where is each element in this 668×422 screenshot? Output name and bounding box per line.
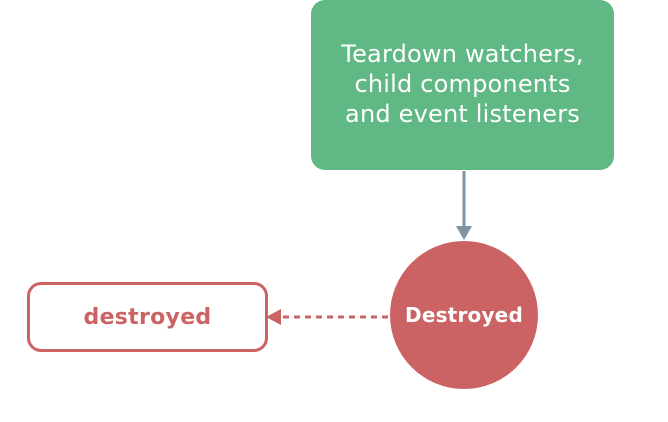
destroyed-hook-label: destroyed [83,304,212,330]
state-to-hook-arrowhead [266,309,281,325]
teardown-step-box: Teardown watchers, child components and … [311,0,614,170]
destroyed-hook-box: destroyed [27,282,268,352]
teardown-step-text: Teardown watchers, child components and … [341,40,584,128]
destroyed-state-label: Destroyed [405,303,523,327]
step-to-state-arrowhead [456,226,472,240]
destroyed-state-circle: Destroyed [390,241,538,389]
